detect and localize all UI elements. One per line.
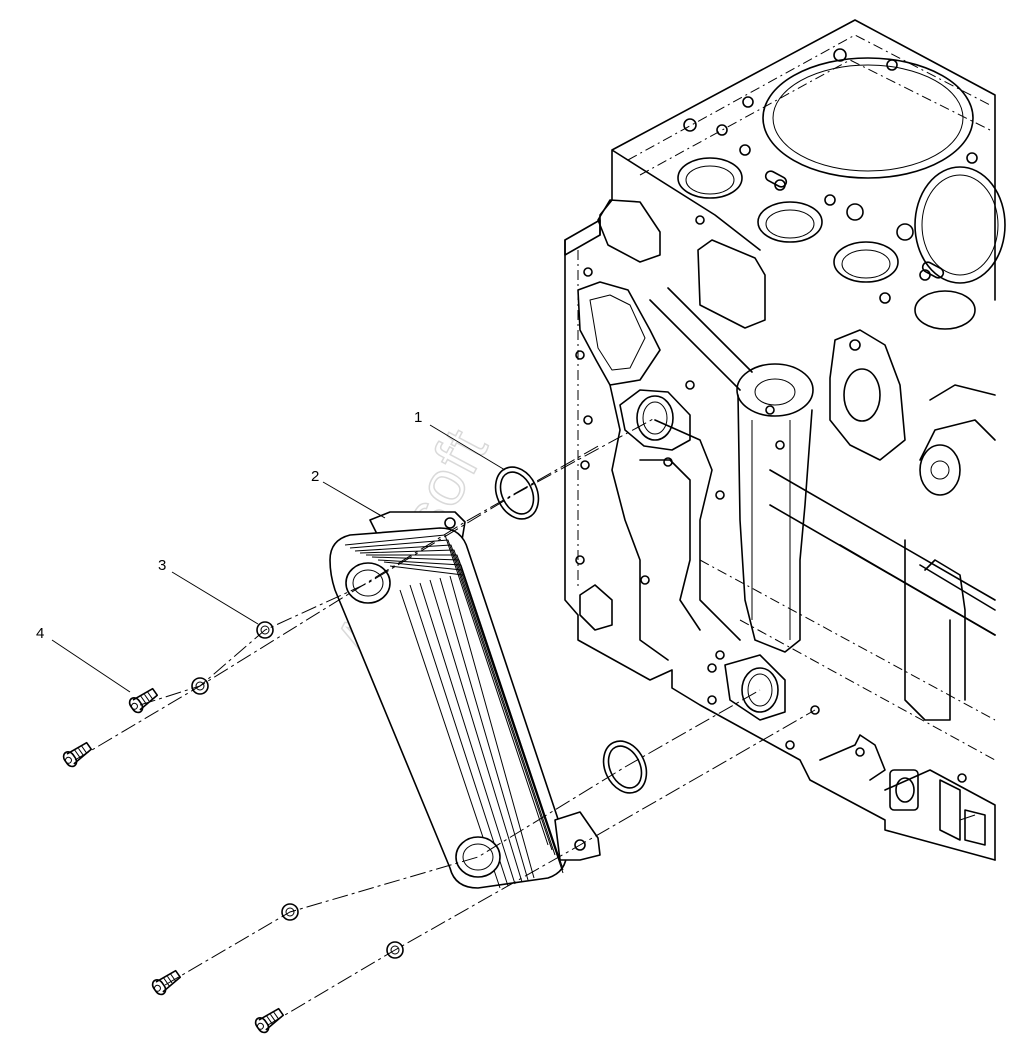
oil-cooler-part	[329, 511, 601, 889]
callout-4: 4	[36, 625, 131, 693]
washers	[191, 621, 404, 959]
callout-1: 1	[414, 409, 506, 471]
callout-1-label: 1	[414, 409, 422, 426]
washer-1	[256, 621, 274, 639]
washer-4	[386, 941, 404, 959]
washer-2	[191, 677, 209, 695]
washer-3	[281, 903, 299, 921]
callout-4-label: 4	[36, 625, 44, 642]
callout-2-label: 2	[311, 468, 319, 485]
cap-screw-3	[151, 969, 182, 996]
cap-screw-2	[62, 741, 93, 768]
o-ring-upper	[494, 466, 540, 520]
cap-screw-4	[254, 1007, 285, 1034]
callout-2: 2	[311, 468, 386, 519]
o-ring-lower	[602, 740, 648, 794]
callout-3-label: 3	[158, 557, 166, 574]
cap-screws	[62, 687, 285, 1034]
callout-3: 3	[158, 557, 259, 625]
engine-block	[564, 19, 1006, 861]
assembly-centerlines	[74, 417, 816, 1026]
